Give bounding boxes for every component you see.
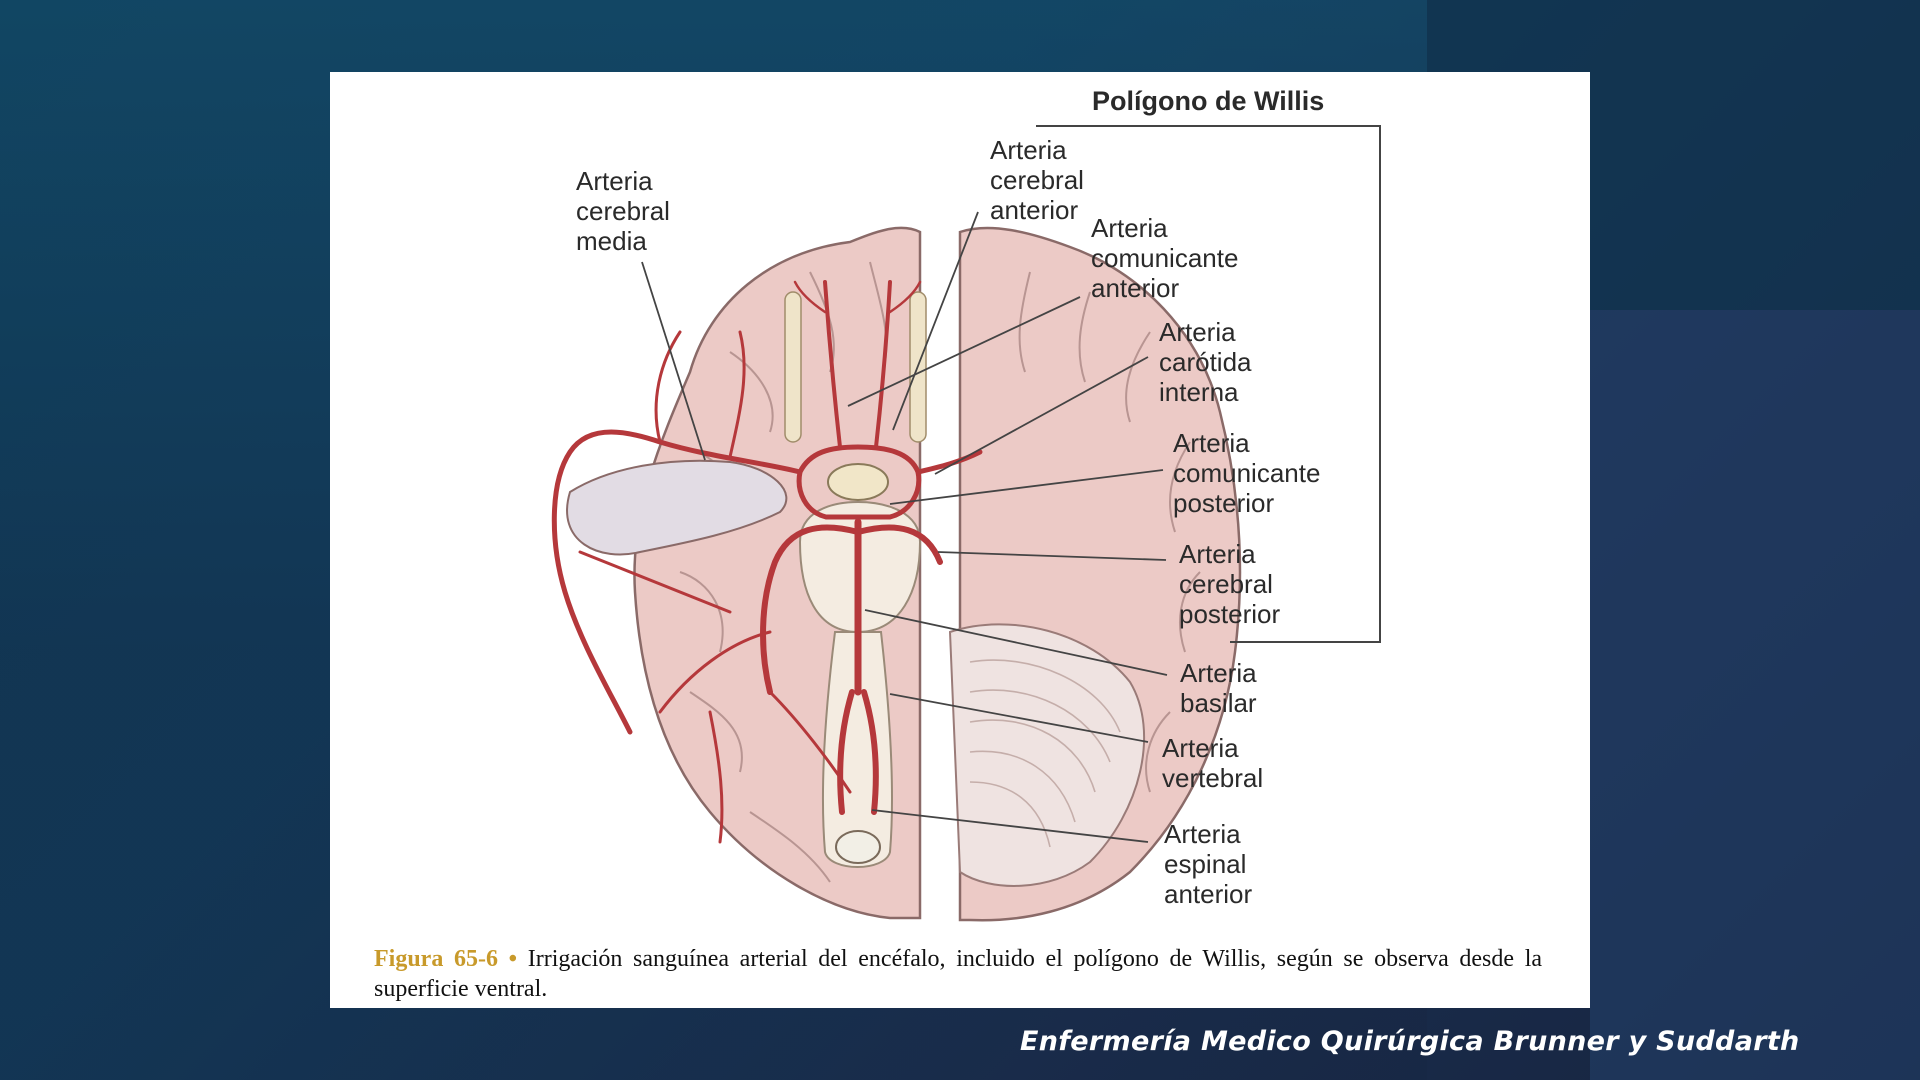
leader-lines bbox=[641, 211, 1168, 843]
label-espinal-anterior: Arteria espinal anterior bbox=[1164, 819, 1254, 909]
label-carotida-interna: Arteria carótida interna bbox=[1159, 317, 1259, 407]
label-basilar: Arteria basilar bbox=[1180, 658, 1264, 718]
label-comunicante-posterior: Arteria comunicante posterior bbox=[1173, 428, 1328, 518]
spinal-cord-section bbox=[835, 830, 881, 864]
brain-illustration bbox=[566, 226, 1242, 922]
arteries bbox=[551, 280, 983, 844]
label-cerebral-anterior: Arteria cerebral anterior bbox=[990, 135, 1091, 225]
right-anterior-cerebral bbox=[874, 280, 892, 449]
left-anterior-cerebral bbox=[823, 280, 842, 449]
label-cerebral-posterior: Arteria cerebral posterior bbox=[1179, 539, 1280, 629]
left-posterior-cerebral bbox=[760, 524, 861, 695]
right-vertebral-artery bbox=[861, 689, 879, 815]
temporal-cut bbox=[566, 459, 788, 556]
caption-text: Irrigación sanguínea arterial del encéfa… bbox=[374, 946, 1543, 1002]
label-comunicante-anterior: Arteria comunicante anterior bbox=[1091, 213, 1246, 303]
caption-label: Figura 65-6 bbox=[374, 946, 498, 972]
right-middle-cerebral bbox=[915, 449, 983, 475]
willis-bracket bbox=[1036, 125, 1381, 643]
label-cerebral-media: Arteria cerebral media bbox=[576, 166, 677, 256]
source-footer: Enfermería Medico Quirúrgica Brunner y S… bbox=[1020, 1026, 1800, 1057]
caption-bullet: • bbox=[508, 946, 518, 972]
background-block-right bbox=[1590, 310, 1920, 1080]
figure-caption: Figura 65-6 • Irrigación sanguínea arter… bbox=[374, 944, 1542, 1004]
diagram-title: Polígono de Willis bbox=[1092, 86, 1324, 116]
circle-of-willis-diagram: Polígono de Willis Arteria cerebral medi… bbox=[551, 86, 1381, 922]
right-posterior-cerebral bbox=[855, 524, 943, 565]
left-vertebral-artery bbox=[837, 689, 855, 815]
pituitary bbox=[827, 463, 889, 501]
label-vertebral: Arteria vertebral bbox=[1162, 733, 1263, 793]
figure-card: Polígono de Willis Arteria cerebral medi… bbox=[330, 72, 1590, 1008]
left-olfactory-tract bbox=[784, 291, 802, 443]
